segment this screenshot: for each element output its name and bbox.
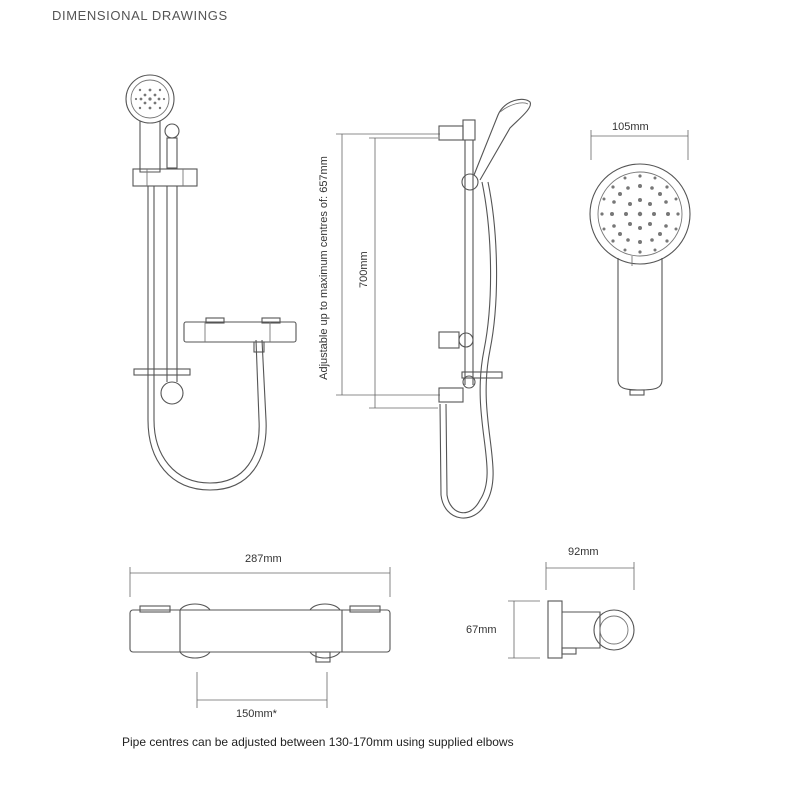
mixer-length-label: 287mm [245,553,282,565]
pipe-centres-label: 150mm* [236,708,277,720]
mixer-depth-label: 92mm [568,546,599,558]
rail-height-dimension [336,133,440,409]
bar-valve-side-view [508,562,635,659]
handset-detail-view [589,130,691,396]
adjustable-centres-label: Adjustable up to maximum centres of: 657… [318,156,330,380]
bar-valve-front-view [129,567,391,708]
page-heading: DIMENSIONAL DRAWINGS [52,8,228,23]
handset-width-label: 105mm [612,121,649,133]
front-view-rail-kit [125,74,297,491]
mixer-height-label: 67mm [466,624,497,636]
side-view-rail-kit [438,98,531,519]
footnote: Pipe centres can be adjusted between 130… [122,735,514,749]
rail-length-label: 700mm [358,251,370,288]
